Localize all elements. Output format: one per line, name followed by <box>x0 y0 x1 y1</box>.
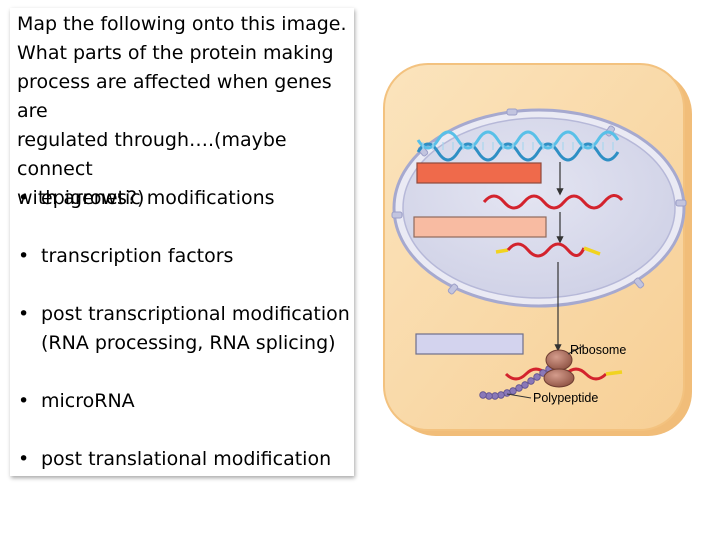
bullet-transcription-factors: transcription factors <box>41 245 234 267</box>
bullet-dot-icon: • <box>18 187 30 209</box>
prompt-text: Map the following onto this image. What … <box>17 13 347 209</box>
bullet-post-transcriptional: post transcriptional modification <box>41 303 350 325</box>
bullet-dot-icon: • <box>18 390 30 412</box>
bullet-dot-icon: • <box>18 448 30 470</box>
bullet-microrna: microRNA <box>41 390 135 412</box>
polypeptide-label: Polypeptide <box>533 391 598 405</box>
ribosome-icon <box>543 349 575 388</box>
pre-mrna <box>482 194 624 210</box>
blank-box-translation[interactable] <box>415 333 524 355</box>
blank-box-rna-processing[interactable] <box>413 216 547 238</box>
bullet-dot-icon: • <box>18 303 30 325</box>
blank-box-transcription[interactable] <box>416 162 542 184</box>
text-box: Map the following onto this image. What … <box>10 8 354 476</box>
bullet-post-transcriptional-detail: (RNA processing, RNA splicing) <box>41 332 336 354</box>
nucleus-interior <box>402 117 676 299</box>
dna-helix <box>416 130 620 162</box>
nucleus <box>391 108 687 308</box>
polypeptide-pointer <box>506 393 532 399</box>
ribosome-label: Ribosome <box>570 343 626 357</box>
bullet-dot-icon: • <box>18 245 30 267</box>
cell-diagram: Ribosome Polypeptide <box>383 63 692 436</box>
bullet-post-translational: post translational modification <box>41 448 332 470</box>
mature-mrna <box>495 242 601 258</box>
bullet-epigenetic: epigenetic modifications <box>41 187 275 209</box>
ribosome-pointer <box>567 345 584 355</box>
